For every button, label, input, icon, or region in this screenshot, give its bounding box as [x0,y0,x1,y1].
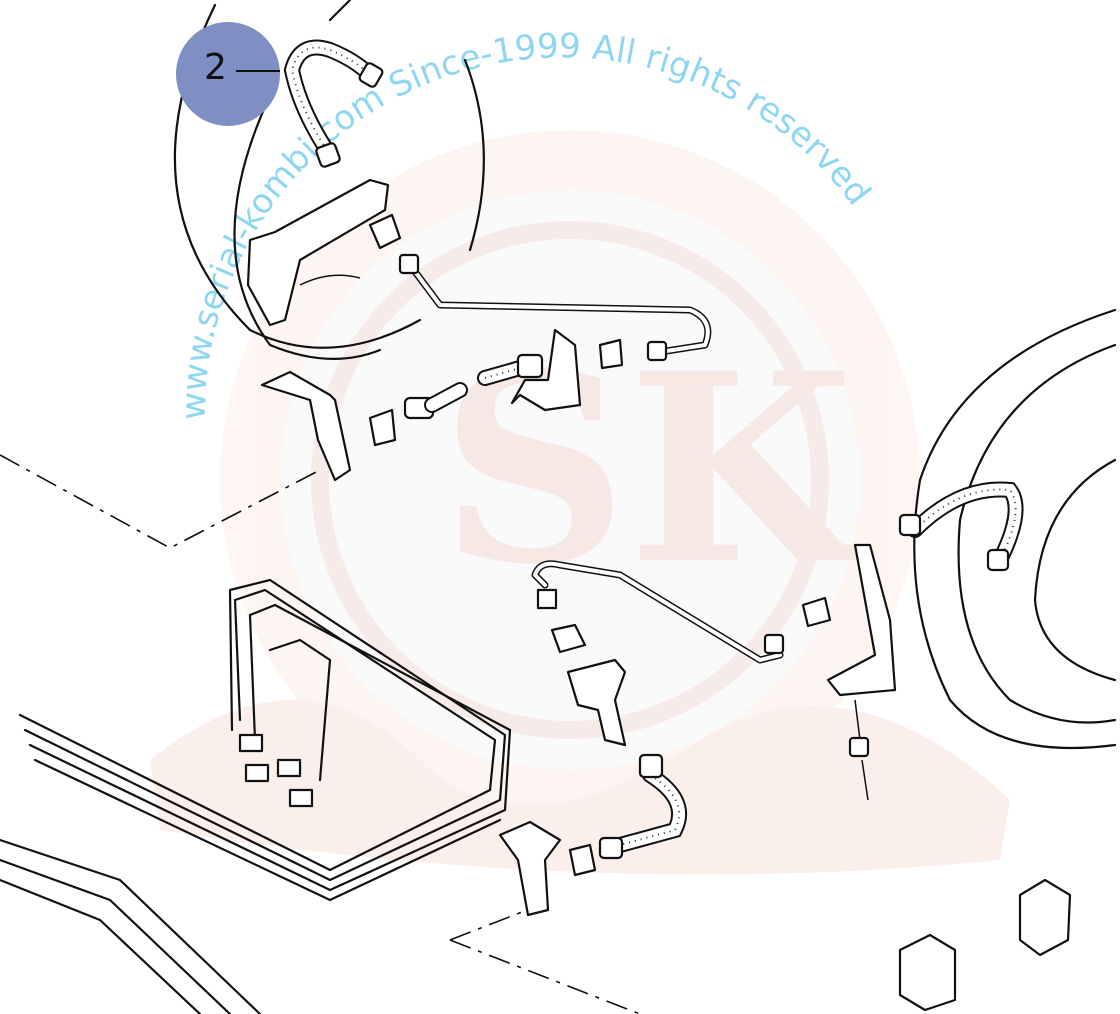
callout-badge [176,22,280,126]
front-wheel-left [173,0,485,360]
brake-hose-right [898,481,1024,572]
watermark-logo: SK [150,130,1010,875]
brake-hose-lower [598,753,687,860]
clip-upper [368,213,402,250]
clip-loose-1 [1018,878,1072,957]
bracket-lower [498,820,562,917]
bracket-upper [246,178,390,327]
clip-loose-2 [898,933,957,1012]
bracket-mid [510,328,582,412]
brake-pipe-bundle [0,578,512,1014]
clip-mid-left [368,408,397,447]
svg-text:SK: SK [440,317,863,622]
bracket-right [826,543,897,697]
bracket-lower-mid [566,658,627,747]
clip-right [801,596,832,628]
clip-lower-mid [550,623,587,654]
brake-pipe-right [531,560,785,664]
clip-mid-right [598,338,624,370]
clip-lower [568,843,597,877]
callout-leader-line [236,70,280,72]
rear-wheel-right [913,308,1117,750]
callout-number: 2 [204,47,227,88]
bracket-mid-left [260,370,352,482]
brake-pipe-upper [398,253,712,362]
brake-hose-upper [283,39,384,168]
